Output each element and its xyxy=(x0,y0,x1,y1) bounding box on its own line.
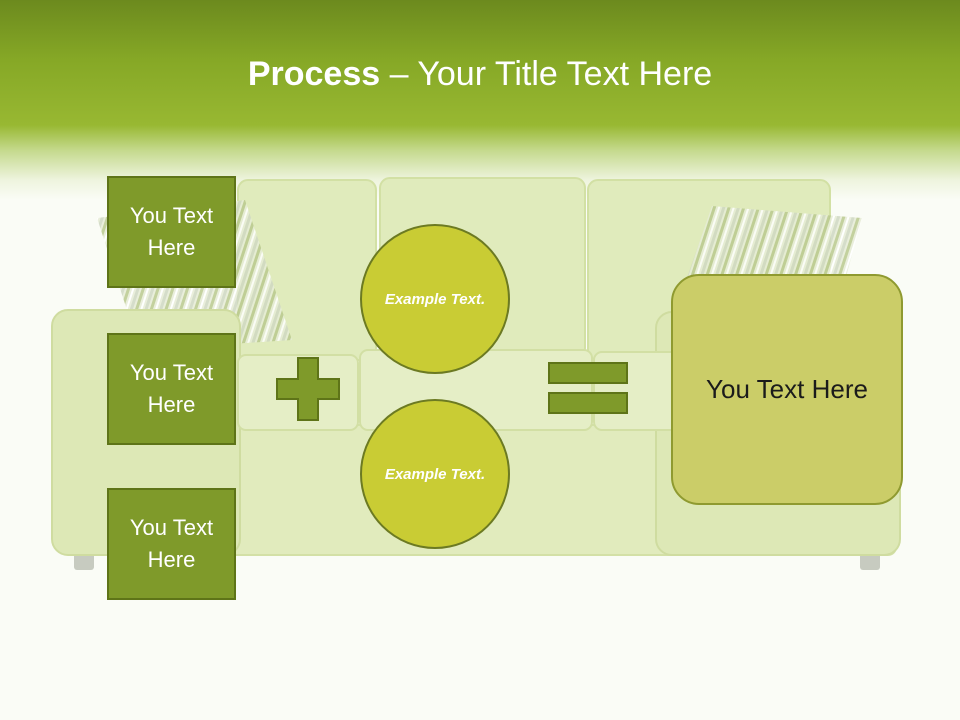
slide-title: Process – Your Title Text Here xyxy=(0,52,960,96)
title-rest: – Your Title Text Here xyxy=(380,55,713,93)
title-bold: Process xyxy=(247,55,381,93)
example-circle-1[interactable]: Example Text. xyxy=(360,224,510,374)
example-circle-2[interactable]: Example Text. xyxy=(360,399,510,549)
header-band xyxy=(0,0,960,200)
text-box-2[interactable]: You Text Here xyxy=(107,333,236,445)
text-box-1[interactable]: You Text Here xyxy=(107,176,236,288)
plus-icon xyxy=(276,357,340,421)
result-box[interactable]: You Text Here xyxy=(671,274,903,505)
text-box-3[interactable]: You Text Here xyxy=(107,488,236,600)
equals-icon xyxy=(548,362,628,414)
